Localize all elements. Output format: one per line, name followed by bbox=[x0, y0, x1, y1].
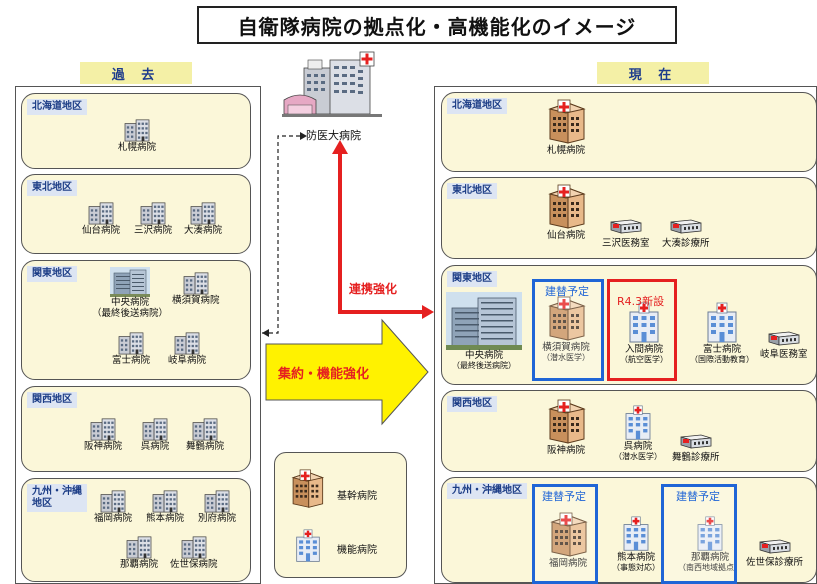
present-region-kanto: 関東地区 中央病院 （最終後送病院） 横須賀病院 （潜水医学） 入間病院 （航空… bbox=[441, 265, 817, 385]
core-hospital-icon bbox=[546, 399, 586, 445]
hospital-fukuoka: 福岡病院 bbox=[94, 489, 132, 524]
function-hospital-icon bbox=[620, 516, 652, 552]
hospital-naha: 那覇病院 （南西地域拠点） bbox=[678, 516, 742, 573]
clinic-gifu: 岐阜医務室 bbox=[760, 330, 808, 360]
building-photo-icon bbox=[110, 267, 150, 297]
dashed-arrow-head bbox=[300, 132, 307, 140]
region-tag: 東北地区 bbox=[447, 183, 497, 199]
legend-function-label: 機能病院 bbox=[337, 545, 377, 556]
clinic-maizuru: 舞鶴診療所 bbox=[672, 433, 720, 463]
legend: 基幹病院 機能病院 bbox=[274, 452, 407, 578]
past-region-kansai: 関西地区 阪神病院 呉病院 舞鶴病院 bbox=[21, 386, 251, 472]
renkei-arrow-head-right bbox=[422, 305, 434, 319]
function-hospital-icon bbox=[622, 405, 654, 441]
hospital-sapporo: 札幌病院 bbox=[546, 99, 586, 156]
clinic-icon bbox=[679, 433, 713, 449]
renkei-arrow-head-up bbox=[332, 140, 348, 154]
clinic-ominato: 大湊診療所 bbox=[662, 218, 710, 249]
past-region-kyushu: 九州・沖縄地区 福岡病院 熊本病院 別府病院 那覇病院 佐世保病院 bbox=[21, 478, 251, 582]
function-hospital-icon bbox=[704, 302, 740, 344]
present-region-kyushu: 九州・沖縄地区 福岡病院 熊本病院 （事態対応） 那覇病院 （南西地域拠点） 佐… bbox=[441, 477, 817, 583]
present-header: 現 在 bbox=[597, 62, 709, 84]
clinic-icon bbox=[767, 330, 801, 346]
hospital-kumamoto: 熊本病院 bbox=[146, 489, 184, 524]
hospital-ominato: 大湊病院 bbox=[184, 201, 222, 236]
function-hospital-icon bbox=[293, 529, 323, 563]
dashed-link-arrow bbox=[262, 135, 300, 334]
clinic-icon bbox=[669, 218, 703, 234]
hospital-beppu: 別府病院 bbox=[198, 489, 236, 524]
present-region-kansai: 関西地区 阪神病院 呉病院 （潜水医学） 舞鶴診療所 bbox=[441, 390, 817, 472]
region-tag: 東北地区 bbox=[27, 180, 77, 196]
shuyaku-arrow bbox=[265, 318, 429, 426]
hospital-maizuru: 舞鶴病院 bbox=[186, 417, 224, 452]
bodai-hospital bbox=[282, 50, 392, 124]
region-tag: 関東地区 bbox=[27, 266, 77, 282]
region-tag: 関東地区 bbox=[447, 271, 497, 287]
hospital-hanshin: 阪神病院 bbox=[546, 399, 586, 456]
hospital-hanshin: 阪神病院 bbox=[84, 417, 122, 452]
rebuild-frame bbox=[532, 484, 598, 584]
region-tag: 北海道地区 bbox=[447, 98, 507, 114]
hospital-yokosuka: 横須賀病院 bbox=[172, 271, 220, 306]
bodai-label: 防医大病院 bbox=[306, 129, 361, 142]
hospital-sapporo: 札幌病院 bbox=[118, 118, 156, 153]
region-tag: 九州・沖縄地区 bbox=[447, 483, 527, 499]
hospital-naha: 那覇病院 bbox=[120, 535, 158, 570]
hospital-sendai: 仙台病院 bbox=[546, 184, 586, 241]
hospital-sendai: 仙台病院 bbox=[82, 201, 120, 236]
hospital-misawa: 三沢病院 bbox=[134, 201, 172, 236]
rebuild-frame bbox=[532, 279, 604, 381]
hospital-fuji: 富士病院 （国際活動教育） bbox=[690, 302, 754, 365]
hospital-fuji: 富士病院 bbox=[112, 331, 150, 366]
past-header: 過 去 bbox=[80, 62, 192, 84]
hospital-kure: 呉病院 （潜水医学） bbox=[614, 405, 662, 462]
rebuild-label: 建替予定 bbox=[545, 285, 589, 298]
renkei-arrow-line bbox=[338, 152, 426, 314]
hospital-kure: 呉病院 bbox=[140, 417, 170, 452]
region-tag: 関西地区 bbox=[447, 396, 497, 412]
hospital-sasebo: 佐世保病院 bbox=[170, 535, 218, 570]
shuyaku-label: 集約・機能強化 bbox=[278, 367, 370, 382]
hospital-yokosuka: 横須賀病院 （潜水医学） bbox=[542, 296, 590, 363]
dashed-arrow-head-left bbox=[262, 329, 269, 337]
clinic-icon bbox=[609, 218, 643, 234]
core-hospital-icon bbox=[546, 99, 586, 145]
renkei-label: 連携強化 bbox=[349, 282, 398, 296]
rebuild-frame bbox=[661, 484, 737, 584]
hospital-chuo: 中央病院 （最終後送病院） bbox=[92, 267, 168, 319]
core-hospital-icon bbox=[289, 469, 325, 509]
new-facility-label: R4.3新設 bbox=[617, 295, 665, 308]
clinic-icon bbox=[758, 538, 792, 554]
hospital-kumamoto: 熊本病院 （事態対応） bbox=[612, 516, 660, 573]
present-region-tohoku: 東北地区 仙台病院 三沢医務室 大湊診療所 bbox=[441, 177, 817, 259]
clinic-sasebo: 佐世保診療所 bbox=[746, 538, 803, 568]
hospital-gifu: 岐阜病院 bbox=[168, 331, 206, 366]
bodai-building-icon bbox=[282, 51, 382, 117]
core-hospital-icon bbox=[546, 184, 586, 230]
past-region-kanto: 関東地区 中央病院 （最終後送病院） 横須賀病院 富士病院 岐阜病院 bbox=[21, 260, 251, 380]
new-facility-frame bbox=[607, 279, 677, 381]
region-tag: 九州・沖縄地区 bbox=[27, 484, 87, 512]
clinic-misawa: 三沢医務室 bbox=[602, 218, 650, 249]
region-tag: 関西地区 bbox=[27, 392, 77, 408]
past-region-tohoku: 東北地区 仙台病院 三沢病院 大湊病院 bbox=[21, 174, 251, 254]
past-region-hokkaido: 北海道地区 札幌病院 bbox=[21, 93, 251, 169]
hospital-photo bbox=[446, 292, 522, 350]
hospital-fukuoka: 福岡病院 bbox=[548, 512, 588, 569]
rebuild-label: 建替予定 bbox=[676, 490, 720, 503]
region-tag: 北海道地区 bbox=[27, 99, 87, 115]
present-region-hokkaido: 北海道地区 札幌病院 bbox=[441, 92, 817, 172]
legend-core-label: 基幹病院 bbox=[337, 491, 377, 502]
hospital-iruma: 入間病院 （航空医学） bbox=[620, 302, 668, 365]
rebuild-label: 建替予定 bbox=[542, 490, 586, 503]
hospital-chuo: 中央病院 （最終後送病院） bbox=[446, 292, 522, 371]
page-title: 自衛隊病院の拠点化・高機能化のイメージ bbox=[197, 6, 677, 44]
